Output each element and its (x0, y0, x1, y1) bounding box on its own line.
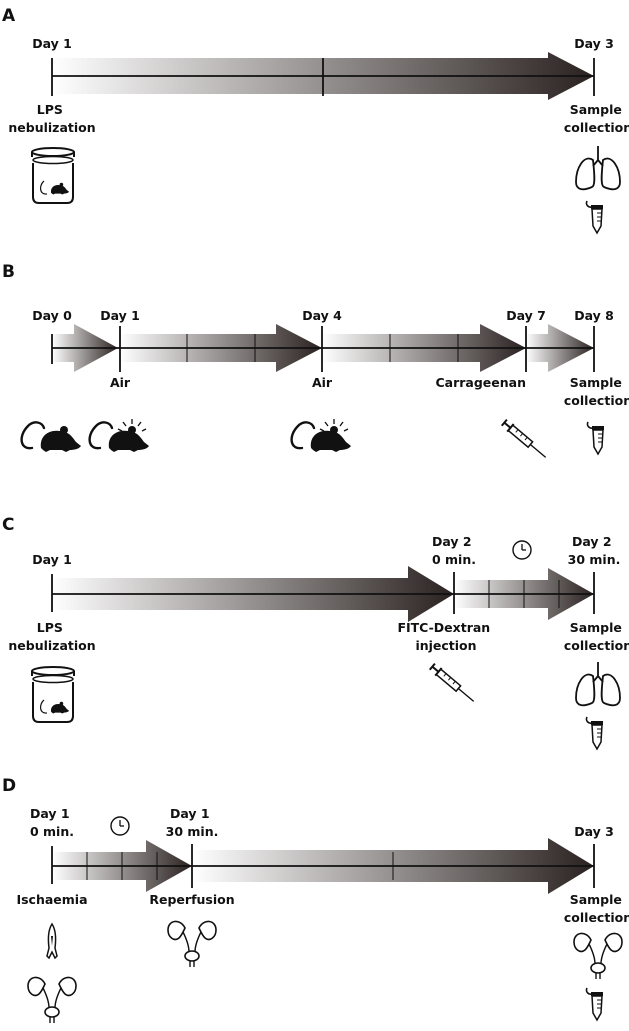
event-label-lps: LPS nebulization (8, 102, 95, 135)
day-label-start: Day 1 (32, 36, 72, 51)
syringe-icon (500, 417, 550, 463)
day-label-line: Day 2 (432, 534, 472, 549)
event-label-line: collection (564, 910, 629, 925)
kidneys-icon (167, 920, 217, 968)
event-label-carrageenan: Carrageenan (435, 375, 526, 390)
event-label-line: FITC-Dextran (397, 620, 490, 635)
event-label-line: injection (415, 638, 476, 653)
event-label-line: nebulization (8, 638, 95, 653)
event-label-fitc: FITC-Dextran injection (397, 620, 494, 653)
panel-letter: C (2, 515, 14, 535)
lungs-icon (575, 661, 621, 707)
event-label-sample: Sample collection (564, 892, 629, 925)
day-label: Day 7 (506, 308, 546, 323)
event-label-air: Air (312, 375, 333, 390)
syringe-icon (428, 661, 478, 707)
mouse-air-icon (290, 421, 353, 454)
event-label-line: collection (564, 638, 629, 653)
day-label-line: 30 min. (568, 552, 621, 567)
day-label-end: Day 3 (574, 824, 614, 839)
mouse-icon (20, 421, 83, 454)
panel-letter: A (2, 6, 16, 26)
event-label-sample: Sample collection (564, 375, 629, 408)
panel-b: B Day 0 Day 1 Day 4 Day 7 Day 8 Air Air … (2, 262, 629, 463)
day-label: Day 8 (574, 308, 614, 323)
day-label-line: 0 min. (432, 552, 476, 567)
day-label-line: Day 2 (572, 534, 612, 549)
tube-icon (585, 716, 604, 750)
clamp-icon (46, 923, 58, 959)
day-label-mid: Day 2 0 min. (432, 534, 476, 567)
event-label-line: collection (564, 393, 629, 408)
kidneys-icon (573, 932, 623, 980)
day-label-line: Day 1 (170, 806, 210, 821)
event-label-lps: LPS nebulization (8, 620, 95, 653)
tube-icon (585, 200, 604, 234)
day-label: Day 1 (100, 308, 140, 323)
nebulization-jar-icon (31, 147, 75, 204)
event-label-line: Sample (570, 102, 622, 117)
event-label-line: nebulization (8, 120, 95, 135)
lungs-icon (575, 145, 621, 191)
day-label-start: Day 1 (32, 552, 72, 567)
day-label: Day 0 (32, 308, 72, 323)
event-label-line: Sample (570, 620, 622, 635)
tube-icon (586, 421, 605, 455)
day-label-end: Day 2 30 min. (568, 534, 621, 567)
event-label-reperfusion: Reperfusion (149, 892, 234, 907)
nebulization-jar-icon (31, 666, 75, 723)
panel-d: D Day 1 0 min. Day 1 30 min. Day 3 Ischa… (2, 776, 629, 1024)
event-label-line: LPS (37, 102, 63, 117)
day-label: Day 4 (302, 308, 342, 323)
day-label-start: Day 1 0 min. (30, 806, 74, 839)
event-label-sample: Sample collection (564, 620, 629, 653)
panel-letter: B (2, 262, 15, 282)
day-label-mid: Day 1 30 min. (166, 806, 219, 839)
kidneys-icon (27, 976, 77, 1024)
mouse-air-icon (88, 421, 151, 454)
event-label-line: Sample (570, 375, 622, 390)
event-label-ischaemia: Ischaemia (16, 892, 87, 907)
clock-icon (512, 540, 532, 560)
day-label-line: Day 1 (30, 806, 70, 821)
event-label-line: collection (564, 120, 629, 135)
day-label-line: 30 min. (166, 824, 219, 839)
clock-icon (110, 816, 130, 836)
day-label-line: 0 min. (30, 824, 74, 839)
panel-a: A Day 1 Day 3 LPS nebulization Sample co… (2, 6, 629, 234)
panel-letter: D (2, 776, 16, 796)
event-label-sample: Sample collection (564, 102, 629, 135)
day-label-end: Day 3 (574, 36, 614, 51)
event-label-line: LPS (37, 620, 63, 635)
event-label-air: Air (110, 375, 131, 390)
tube-icon (585, 987, 604, 1021)
panel-c: C Day 1 Day 2 0 min. Day 2 30 min. LPS n… (2, 515, 629, 750)
event-label-line: Sample (570, 892, 622, 907)
